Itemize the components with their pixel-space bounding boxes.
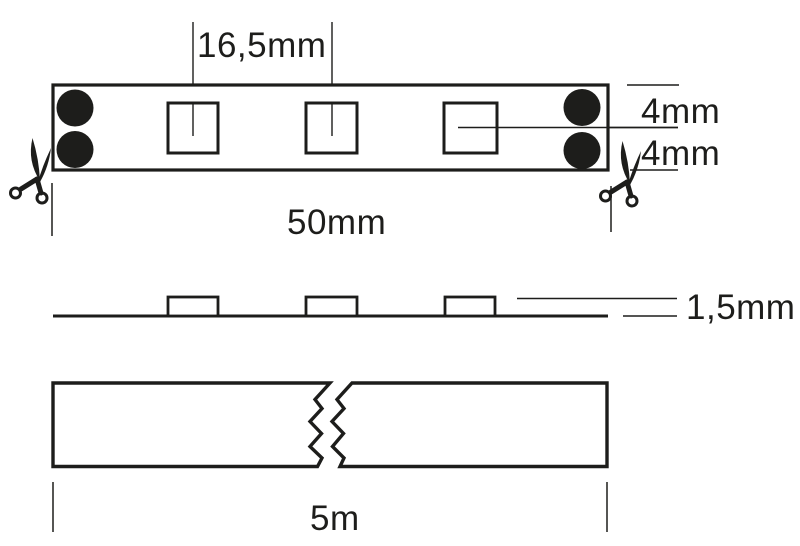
led-pitch-label: 16,5mm — [197, 26, 326, 65]
strip-top-view: 16,5mm 4mm 4mm 50mm — [11, 22, 720, 242]
scissors-icon — [11, 138, 52, 203]
segment-length-label: 50mm — [287, 203, 386, 242]
led-bump — [443, 295, 497, 318]
solder-pad — [56, 89, 94, 127]
solder-pad — [56, 131, 94, 168]
strip-side-view: 1,5mm — [53, 288, 795, 327]
solder-pad — [563, 132, 601, 169]
pad-row-bottom-label: 4mm — [641, 134, 720, 173]
total-length-label: 5m — [310, 499, 360, 538]
strip-reel-view: 5m — [51, 381, 609, 538]
led-bump — [304, 295, 359, 318]
reel-strip-right-half — [329, 381, 609, 469]
reel-strip-left-half — [51, 381, 334, 469]
led-bump — [166, 295, 220, 318]
solder-pad — [563, 89, 601, 126]
thickness-label: 1,5mm — [686, 288, 795, 327]
pad-row-top-label: 4mm — [641, 92, 720, 131]
